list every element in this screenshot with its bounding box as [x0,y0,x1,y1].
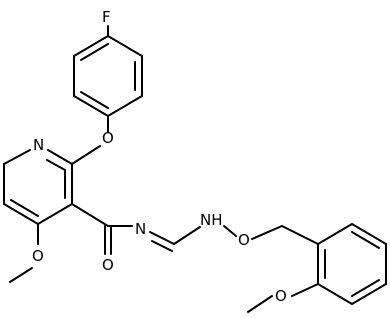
bond [37,203,73,225]
bond [351,223,387,245]
atom-methoxy-oxygen-pyridine: O [32,247,44,265]
bond [317,283,353,305]
bond [247,295,273,313]
atom-methoxy-oxygen-benzyl: O [275,287,287,305]
bond [3,149,31,165]
bond [351,283,387,305]
bond [291,283,319,297]
bond [107,95,143,117]
bond [73,35,109,57]
bond [9,267,33,283]
atom-amine-nh: NH [200,211,223,229]
bond [3,203,39,225]
bond [80,91,109,109]
bond [46,159,66,171]
bond [71,203,109,227]
bond [251,225,283,240]
atom-amide-oxygen: O [102,256,114,274]
bond-lines [3,25,387,313]
atom-fluorine: F [102,8,111,26]
bond [223,225,237,237]
bond [73,95,109,117]
bond [47,149,73,165]
bond [151,240,173,252]
bond [80,43,109,61]
bond [107,35,143,57]
bond [10,199,39,217]
atom-labels: F O N O O N NH O O [32,8,287,305]
bond [149,231,175,245]
atom-ether-oxygen: O [102,129,114,147]
bond [71,145,101,165]
bond [173,226,201,245]
atom-pyridine-nitrogen: N [33,136,44,154]
atom-oxime-oxygen: O [238,231,250,249]
bond [351,231,380,249]
bond [281,225,319,245]
bond [351,279,380,297]
bond [317,223,353,245]
atom-imine-nitrogen: N [135,220,146,238]
